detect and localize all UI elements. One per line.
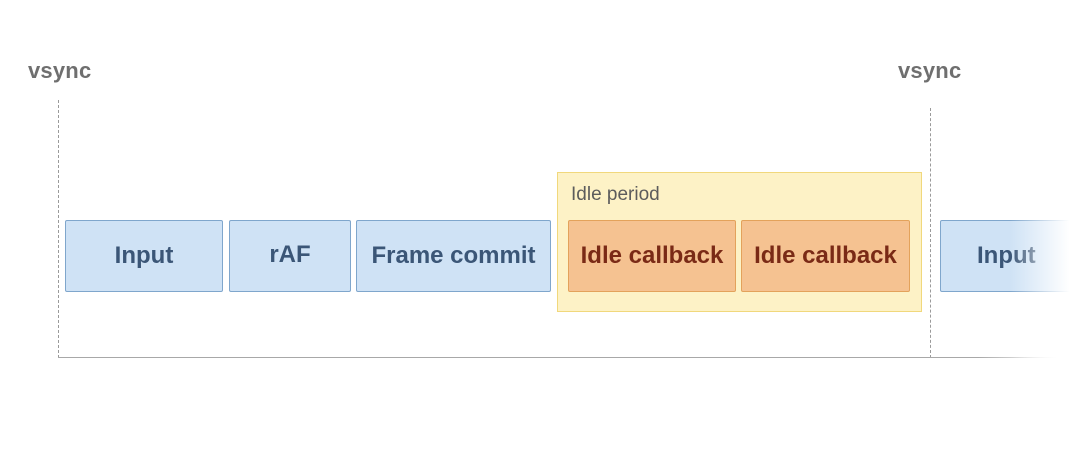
task-raf: rAF — [229, 220, 351, 292]
task-input-next: Input — [940, 220, 1080, 292]
vsync-line-right — [930, 108, 931, 358]
vsync-label-left: vsync — [28, 58, 92, 83]
task-idle-callback-2: Idle callback — [741, 220, 910, 292]
vsync-label-right: vsync — [898, 58, 962, 83]
task-idle-callback-1: Idle callback — [568, 220, 736, 292]
task-frame-commit: Frame commit — [356, 220, 551, 292]
task-input: Input — [65, 220, 223, 292]
timeline-baseline — [58, 357, 1058, 358]
idle-period-label: Idle period — [571, 184, 660, 205]
vsync-line-left — [58, 100, 59, 358]
